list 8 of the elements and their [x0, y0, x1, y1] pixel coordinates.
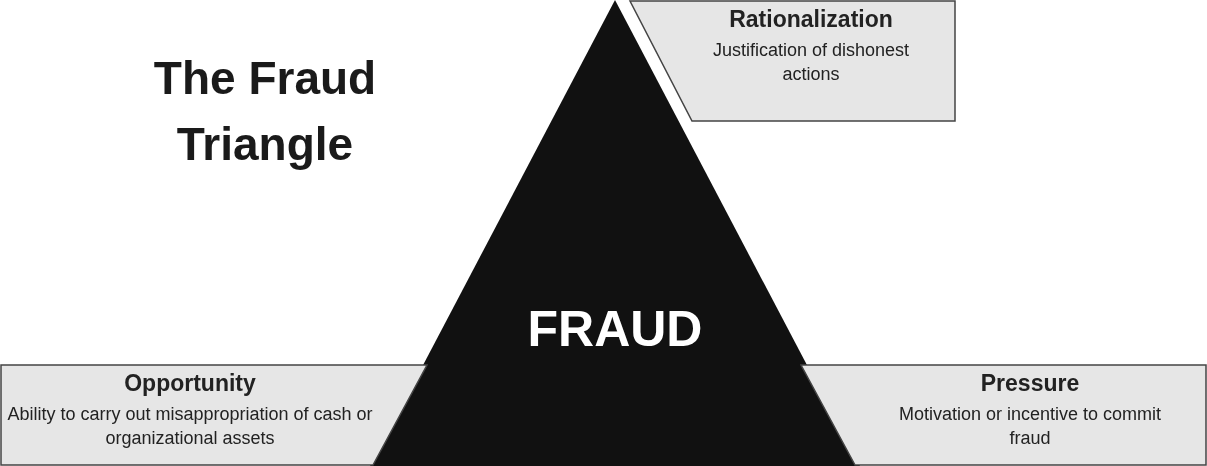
box-heading: Opportunity: [123, 370, 257, 397]
box-heading: Rationalization: [728, 6, 894, 33]
diagram-title: The Fraud Triangle: [152, 51, 378, 172]
triangle-label: FRAUD: [526, 300, 704, 358]
box-heading: Pressure: [979, 370, 1081, 397]
box-description: Justification of dishonest actions: [711, 39, 911, 86]
box-description: Motivation or incentive to commit fraud: [897, 403, 1163, 450]
box-description: Ability to carry out misappropriation of cash or organizational assets: [6, 403, 374, 450]
